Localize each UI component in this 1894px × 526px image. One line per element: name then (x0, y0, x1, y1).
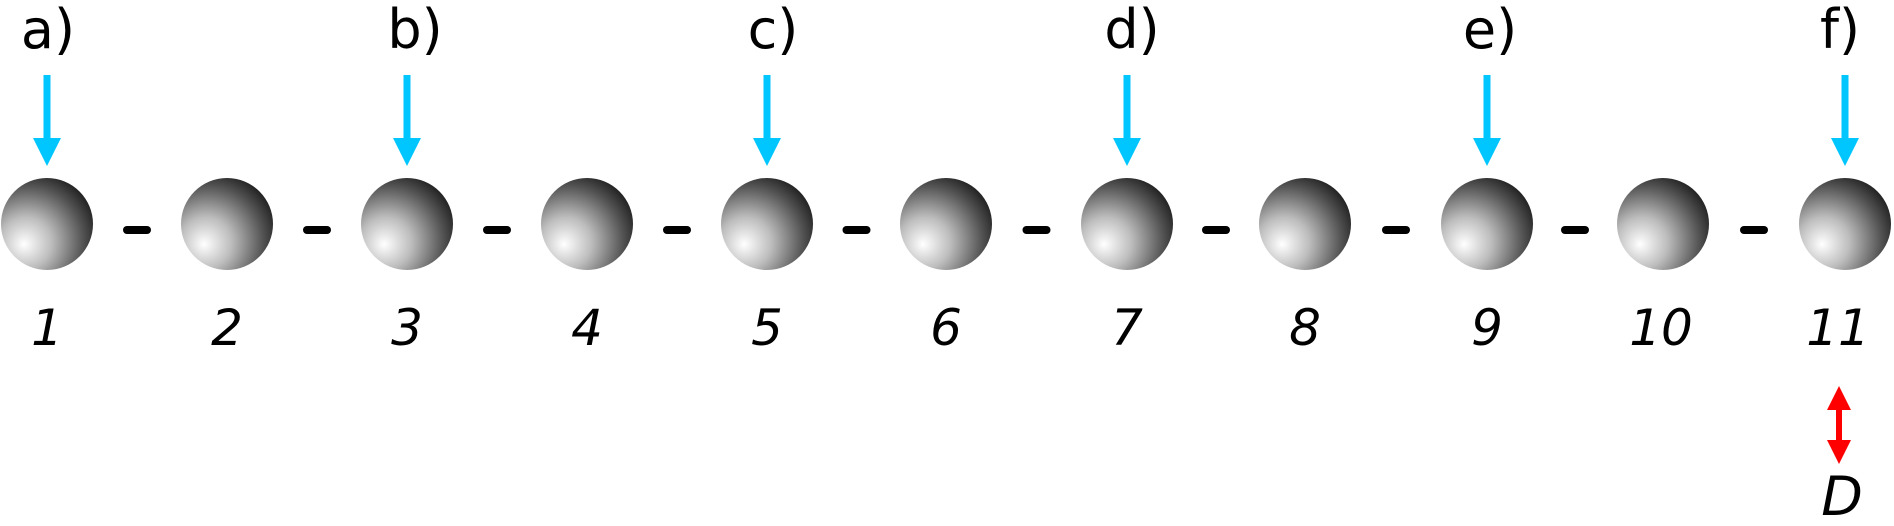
sphere-label-4: 4 (571, 299, 603, 357)
top-label-a: a) (21, 0, 75, 61)
sphere-5 (721, 178, 813, 270)
sphere-10 (1617, 178, 1709, 270)
sphere-2 (181, 178, 273, 270)
sphere-11 (1799, 178, 1891, 270)
sphere-label-9: 9 (1471, 299, 1503, 357)
sphere-label-7: 7 (1111, 299, 1143, 357)
blue-arrow-group (33, 75, 1859, 166)
top-label-e: e) (1463, 0, 1517, 61)
sphere-label-2: 2 (211, 299, 243, 357)
sphere-3 (361, 178, 453, 270)
sphere-label-11: 11 (1806, 299, 1870, 357)
sphere-group (1, 178, 1891, 270)
top-label-c: c) (748, 0, 799, 61)
end-label-d: D (1821, 465, 1863, 526)
sphere-label-10: 10 (1629, 299, 1693, 357)
sphere-7 (1081, 178, 1173, 270)
sphere-6 (900, 178, 992, 270)
sphere-label-5: 5 (751, 299, 783, 357)
sphere-9 (1441, 178, 1533, 270)
sphere-label-3: 3 (391, 299, 423, 357)
top-label-d: d) (1104, 0, 1159, 61)
top-label-f: f) (1820, 0, 1860, 61)
sphere-8 (1259, 178, 1351, 270)
sphere-number-group: 1 2 3 4 5 6 7 8 9 10 11 (31, 299, 1870, 357)
sphere-4 (541, 178, 633, 270)
sphere-label-1: 1 (31, 299, 63, 357)
sphere-1 (1, 178, 93, 270)
sphere-label-6: 6 (930, 299, 962, 357)
top-label-b: b) (387, 0, 442, 61)
top-label-group: a) b) c) d) e) f) (21, 0, 1860, 61)
sphere-label-8: 8 (1289, 299, 1321, 357)
